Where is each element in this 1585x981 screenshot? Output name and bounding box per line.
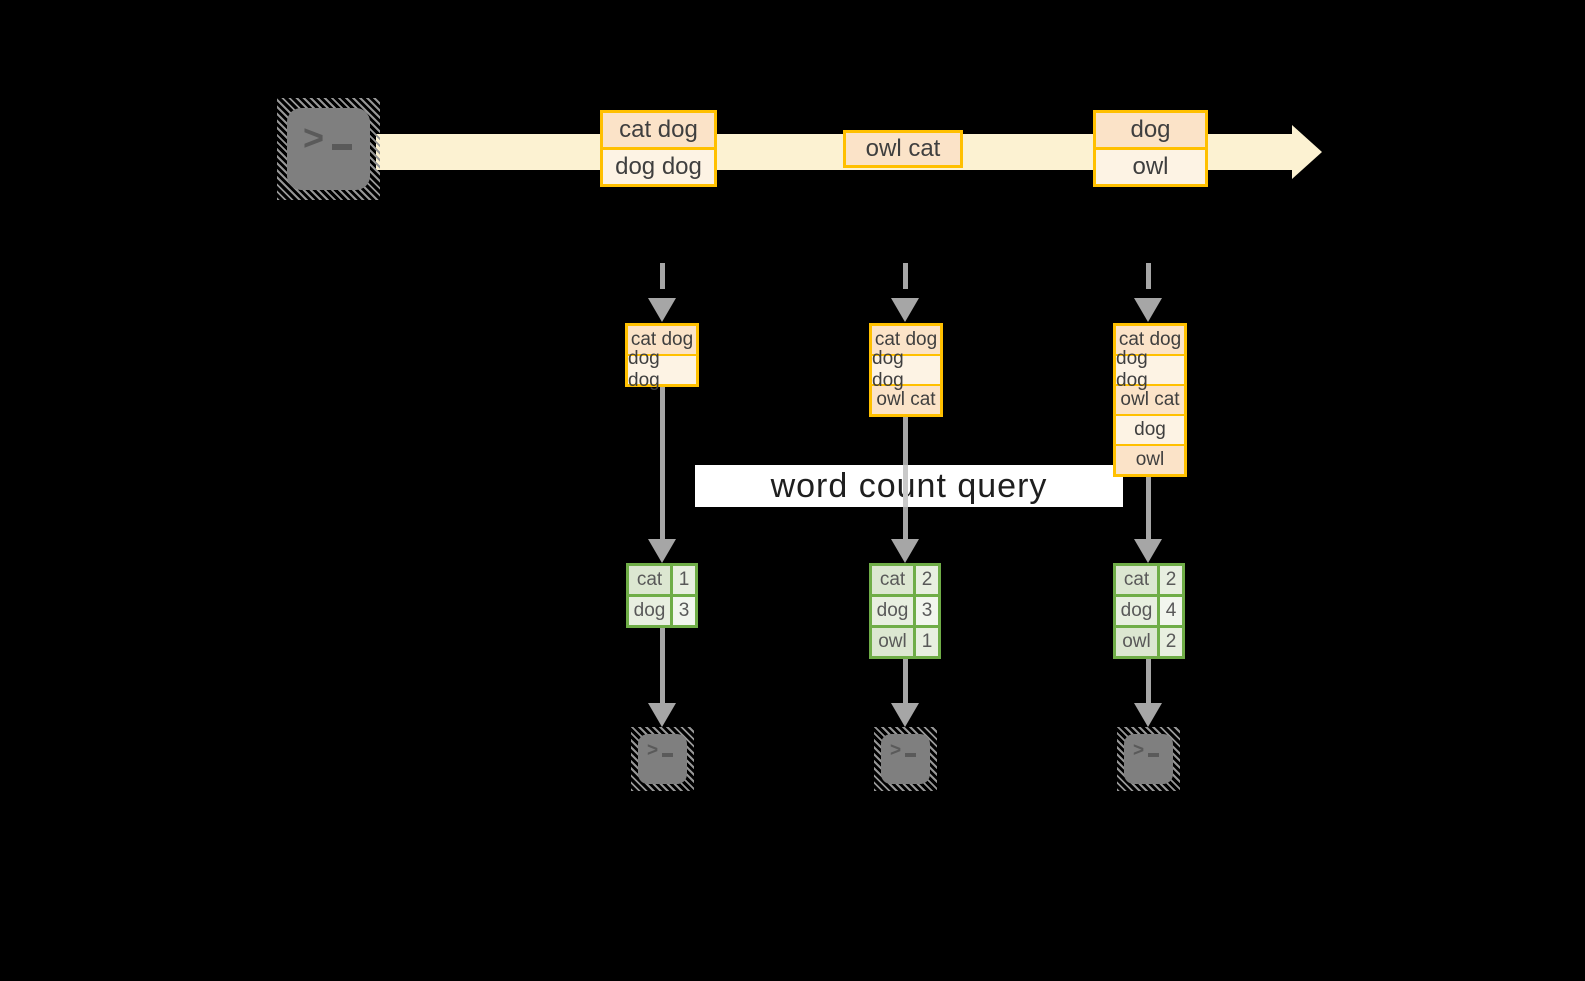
- count-row: cat 2: [1116, 566, 1182, 594]
- arrow-line: [1146, 659, 1151, 703]
- query-label: word count query: [770, 466, 1048, 505]
- prompt-cursor-icon: [662, 753, 674, 757]
- count-row: dog 3: [872, 597, 938, 625]
- stream-arrowhead-icon: [1292, 125, 1322, 179]
- prompt-cursor-icon: [905, 753, 917, 757]
- count-row: dog 4: [1116, 597, 1182, 625]
- buffer-stack-2: cat dog dog dog owl cat: [869, 323, 943, 417]
- buffer-row: cat dog: [628, 326, 696, 354]
- terminal-screen: >: [881, 734, 930, 784]
- word-cell: cat: [872, 566, 913, 594]
- buffer-row: dog dog: [628, 348, 696, 391]
- consumer-terminal-icon-3: >: [1117, 727, 1180, 791]
- dashed-arrow-head-icon: [891, 298, 919, 322]
- arrow-head-icon: [1134, 539, 1162, 563]
- prompt-chevron-icon: >: [890, 740, 902, 761]
- count-cell: 2: [1160, 628, 1182, 656]
- buffer-row: owl cat: [872, 386, 940, 414]
- prompt-cursor-icon: [1148, 753, 1160, 757]
- word-cell: cat: [1116, 566, 1157, 594]
- arrow-line: [1146, 477, 1151, 539]
- arrow-line: [660, 628, 665, 703]
- dashed-arrow-line: [660, 263, 665, 289]
- count-table-1: cat 1 dog 3: [626, 563, 698, 628]
- buffer-stack-1: cat dog dog dog: [625, 323, 699, 391]
- buffer-row: dog: [1116, 416, 1184, 444]
- dashed-arrow-head-icon: [1134, 298, 1162, 322]
- count-row: owl 2: [1116, 628, 1182, 656]
- arrow-head-icon: [891, 703, 919, 727]
- word-cell: owl: [872, 628, 913, 656]
- word-cell: dog: [629, 597, 670, 625]
- prompt-chevron-icon: >: [1133, 740, 1145, 761]
- event-row: cat dog: [603, 113, 714, 147]
- count-table-2: cat 2 dog 3 owl 1: [869, 563, 941, 659]
- arrow-head-icon: [1134, 703, 1162, 727]
- buffer-stack-3: cat dog dog dog owl cat dog owl: [1113, 323, 1187, 477]
- arrow-line: [660, 387, 665, 539]
- dashed-arrow-line: [903, 263, 908, 289]
- terminal-screen: >: [287, 108, 370, 190]
- prompt-chevron-icon: >: [647, 740, 659, 761]
- query-band: word count query: [695, 465, 1123, 507]
- stream-event-2: owl cat: [843, 130, 963, 168]
- event-row: owl: [1096, 150, 1205, 184]
- word-cell: cat: [629, 566, 670, 594]
- consumer-terminal-icon-1: >: [631, 727, 694, 791]
- buffer-row: owl cat: [1116, 386, 1184, 414]
- count-cell: 4: [1160, 597, 1182, 625]
- count-row: dog 3: [629, 597, 695, 625]
- buffer-row: dog dog: [872, 348, 940, 391]
- terminal-screen: >: [1124, 734, 1173, 784]
- arrow-head-icon: [648, 703, 676, 727]
- count-row: owl 1: [872, 628, 938, 656]
- arrow-head-icon: [648, 539, 676, 563]
- word-cell: owl: [1116, 628, 1157, 656]
- arrow-head-icon: [891, 539, 919, 563]
- count-row: cat 2: [872, 566, 938, 594]
- event-row: owl cat: [846, 133, 960, 165]
- arrow-line: [903, 659, 908, 703]
- consumer-terminal-icon-2: >: [874, 727, 937, 791]
- word-cell: dog: [1116, 597, 1157, 625]
- buffer-row: cat dog: [1116, 326, 1184, 354]
- prompt-cursor-icon: [332, 144, 353, 150]
- producer-terminal-icon: >: [277, 98, 380, 200]
- buffer-row: dog dog: [1116, 348, 1184, 391]
- count-row: cat 1: [629, 566, 695, 594]
- count-cell: 1: [916, 628, 938, 656]
- prompt-chevron-icon: >: [303, 117, 325, 158]
- dashed-arrow-head-icon: [648, 298, 676, 322]
- arrow-line-through-band: [903, 465, 908, 507]
- buffer-row: owl: [1116, 446, 1184, 474]
- word-cell: dog: [872, 597, 913, 625]
- terminal-screen: >: [638, 734, 687, 784]
- event-row: dog dog: [603, 150, 714, 184]
- count-cell: 3: [673, 597, 695, 625]
- dashed-arrow-line: [1146, 263, 1151, 289]
- event-row: dog: [1096, 113, 1205, 147]
- buffer-row: cat dog: [872, 326, 940, 354]
- count-table-3: cat 2 dog 4 owl 2: [1113, 563, 1185, 659]
- count-cell: 3: [916, 597, 938, 625]
- stream-event-1: cat dog dog dog: [600, 110, 717, 187]
- count-cell: 2: [1160, 566, 1182, 594]
- count-cell: 1: [673, 566, 695, 594]
- stream-event-3: dog owl: [1093, 110, 1208, 187]
- count-cell: 2: [916, 566, 938, 594]
